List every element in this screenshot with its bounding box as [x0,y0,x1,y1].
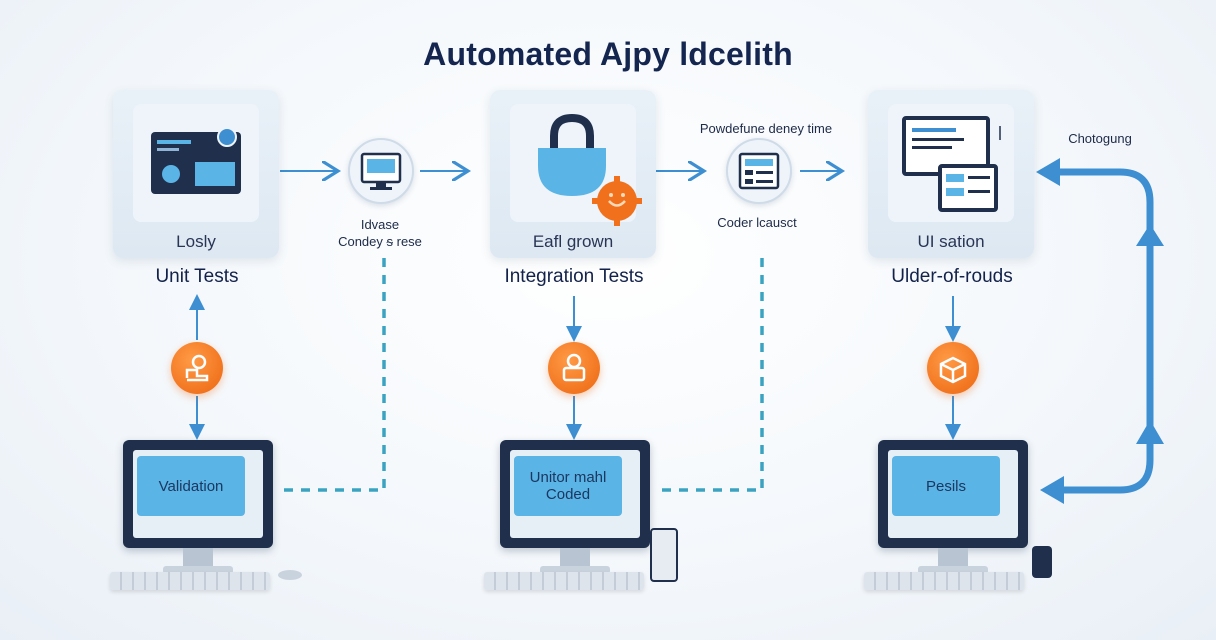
monitor-3-label: Pesils [892,456,1000,516]
phone-device [1032,546,1052,578]
loop-arrowhead [1136,420,1164,444]
node-1-label-line2: Condey ᵴ rese [338,234,422,249]
monitor-3: Pesils [878,440,1028,548]
loop-label: Chotogung [1068,131,1132,146]
node-2-top-label: Powdefune deney time [699,121,833,136]
connector-node-2 [726,138,792,204]
keyboard [484,572,644,590]
diagram-title: Automated Ajpy ldcelith [423,36,793,72]
connector-node-1 [348,138,414,204]
person-icon [562,353,586,382]
loop-connector [1050,168,1154,494]
badge-1 [171,342,223,394]
stage-label-unit-tests: Unit Tests [155,266,239,287]
monitor-1-label: Validation [137,456,245,516]
card-caption: UI sation [917,232,985,251]
robot-icon [360,152,402,190]
loop-arrowhead [1036,158,1060,186]
ui-test-card: UI sation [868,90,1034,258]
mouse [278,570,302,580]
badge-2 [548,342,600,394]
stage-label-integration-tests: Integration Tests [504,266,644,287]
stage-label-ui-tests: Ulder-of-rouds [891,266,1013,287]
monitor-2: Unitor mahl Coded [500,440,650,548]
node-2-bottom-label: Coder lcausct [717,215,797,230]
person-icon [185,354,209,382]
keyboard [110,572,270,590]
padlock-icon [538,113,606,196]
card-caption: Eafl grown [532,232,614,251]
monitor-2-label-line2: Coded [545,486,591,503]
node-1-label: Idvase Condey ᵴ rese [310,216,450,250]
phone-device [650,528,678,582]
badge-3 [927,342,979,394]
card-caption: Losly [176,232,216,251]
integration-test-card: Eafl grown [490,90,656,258]
loop-arrowhead [1040,476,1064,504]
box-icon [939,356,967,384]
monitor-2-label: Unitor mahl Coded [514,456,622,516]
ui-window-icon [738,152,780,190]
dashed-connector [658,258,764,492]
gear-icon [592,176,642,226]
node-1-label-line1: Idvase [360,217,400,232]
dashed-connector [280,258,386,492]
dashboard-icon [151,127,241,194]
unit-test-card: Losly [113,90,279,258]
loop-arrowhead [1136,224,1164,246]
monitor-2-label-line1: Unitor mahl [529,469,607,486]
monitor-1: Validation [123,440,273,548]
ui-window-icon [902,116,1001,212]
keyboard [864,572,1024,590]
